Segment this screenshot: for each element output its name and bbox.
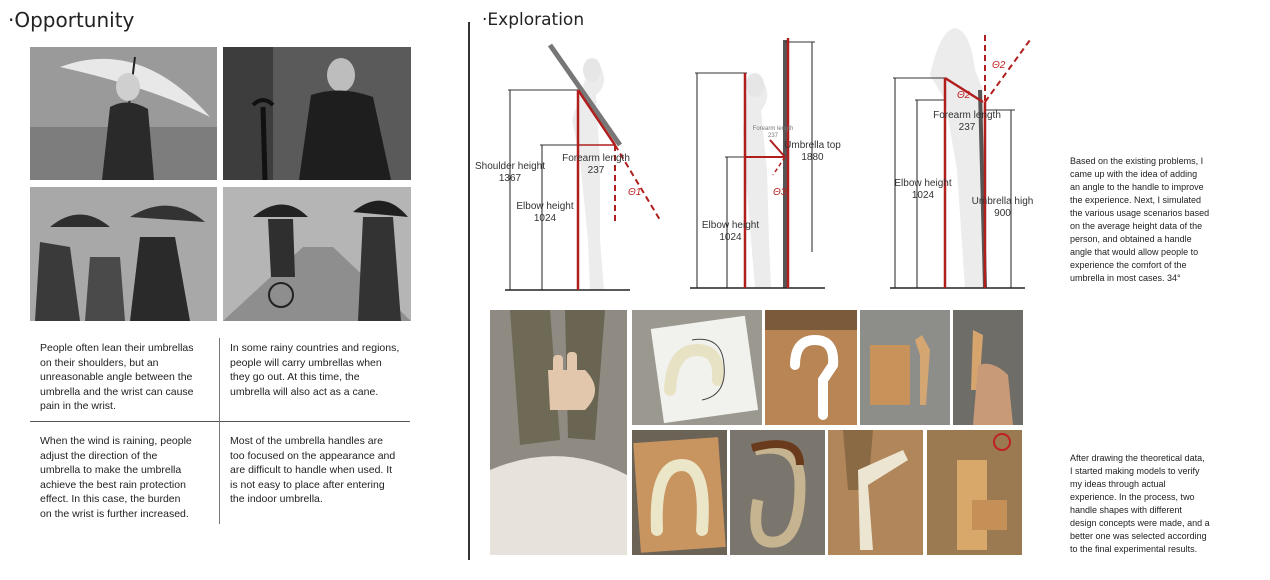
photo-clay-handle-sketch: [632, 310, 762, 425]
photo-windy-umbrellas: [30, 187, 217, 321]
diagram2-umbrella-top-label: Umbrella top 1880: [784, 140, 841, 163]
diagram-cane-posture: [685, 30, 855, 295]
photo-carved-handle-clamp: [828, 430, 923, 555]
diagram1-forearm-label: Forearm length 237: [562, 153, 630, 176]
opportunity-text-cane: In some rainy countries and regions, peo…: [230, 342, 400, 398]
diagram-shoulder-posture: [500, 40, 680, 295]
exploration-text-models: After drawing the theoretical data, I st…: [1070, 453, 1210, 554]
diagram2-forearm-small-label: Forearm length 237: [752, 126, 794, 139]
diagram3-elbow-label: Elbow height 1024: [894, 178, 952, 201]
photo-wooden-loop-handle: [730, 430, 825, 555]
exploration-text-angle: Based on the existing problems, I came u…: [1070, 156, 1210, 283]
opportunity-title: ·Opportunity: [8, 8, 135, 32]
photo-clay-hook-on-board: [632, 430, 727, 555]
photo-hand-gesture-model: [490, 310, 627, 555]
text-grid-vertical-line: [219, 338, 220, 524]
column-divider: [468, 22, 470, 560]
diagram1-shoulder-height-label: Shoulder height 1367: [474, 161, 546, 184]
photo-wood-block-branch: [860, 310, 950, 425]
photo-man-umbrella-cane: [223, 47, 411, 180]
diagram3-theta-b-label: Θ2: [957, 90, 971, 101]
diagram-handle-angle-posture: [885, 20, 1055, 295]
diagram3-forearm-label: Forearm length 237: [933, 110, 1001, 133]
diagram2-elbow-label: Elbow height 1024: [701, 220, 760, 243]
diagram2-theta-label: Θ3: [773, 187, 787, 198]
opportunity-text-wind: When the wind is raining, people adjust …: [40, 435, 192, 520]
diagram1-elbow-label: Elbow height 1024: [516, 201, 574, 224]
photo-wooden-handle-template: [765, 310, 857, 425]
diagram3-theta-a-label: Θ2: [992, 60, 1006, 71]
diagram3-umbrella-high-label: Umbrella high 900: [971, 196, 1034, 219]
text-grid-horizontal-line: [30, 421, 410, 422]
photo-final-handle-model: [927, 430, 1022, 555]
photo-woman-umbrella-shoulder: [30, 47, 217, 180]
diagram1-theta-label: Θ1: [628, 187, 642, 198]
opportunity-text-shoulder: People often lean their umbrellas on the…: [40, 342, 194, 412]
exploration-title: ·Exploration: [482, 10, 585, 30]
photo-cyclist-rain: [223, 187, 411, 321]
photo-hand-holding-handle: [953, 310, 1023, 425]
opportunity-text-handles: Most of the umbrella handles are too foc…: [230, 435, 396, 505]
